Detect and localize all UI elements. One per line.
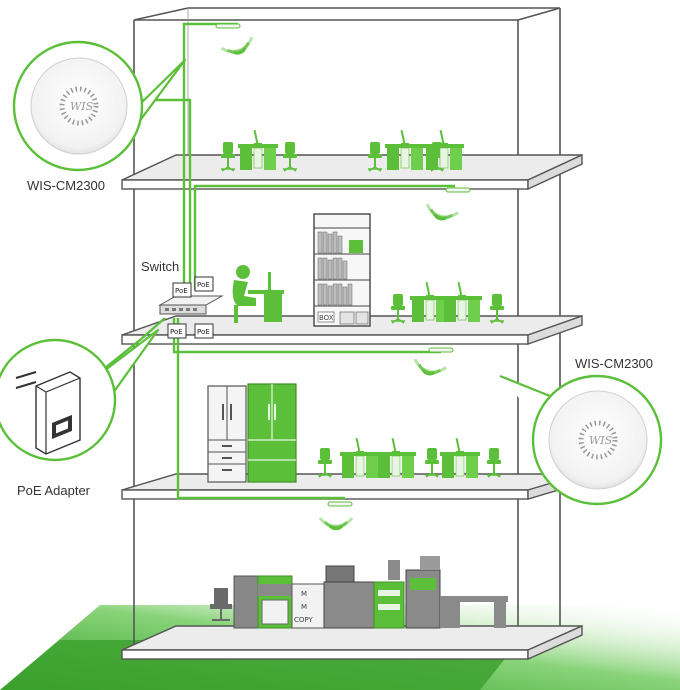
floor3-office	[208, 384, 501, 482]
switch-label: Switch	[141, 259, 179, 274]
poe-label: PoE	[175, 287, 188, 295]
poe-adapter-label: PoE Adapter	[17, 483, 90, 498]
bookshelf: BOX	[314, 214, 370, 326]
poe-box-2: PoE	[195, 277, 213, 291]
floor2-office: BOX	[233, 214, 504, 326]
box-label: BOX	[319, 314, 334, 322]
ap-model-label-right: WIS-CM2300	[575, 356, 653, 371]
poe-box-4: PoE	[195, 324, 213, 338]
poe-box-1: PoE	[173, 283, 191, 297]
poe-label: PoE	[170, 328, 183, 336]
printer-m: M M COPY	[292, 584, 324, 628]
printer-label-m2: M	[301, 603, 307, 611]
access-point-icon: WIS	[31, 58, 127, 154]
ap-model-label-top: WIS-CM2300	[27, 178, 105, 193]
floor-slab-4	[122, 626, 582, 659]
printer-label-m1: M	[301, 590, 307, 598]
poe-label: PoE	[197, 328, 210, 336]
poe-box-3: PoE	[168, 324, 186, 338]
poe-label: PoE	[197, 281, 210, 289]
gray-cabinet	[208, 386, 246, 482]
network-switch	[160, 296, 222, 314]
ap-logo: WIS	[589, 434, 613, 447]
ap-logo: WIS	[70, 100, 94, 113]
green-cabinet	[248, 384, 296, 482]
copy-label: COPY	[294, 616, 313, 624]
ap-callout-top: WIS	[14, 42, 185, 170]
access-point-icon: WIS	[549, 391, 647, 489]
person-at-desk-icon	[233, 265, 284, 323]
